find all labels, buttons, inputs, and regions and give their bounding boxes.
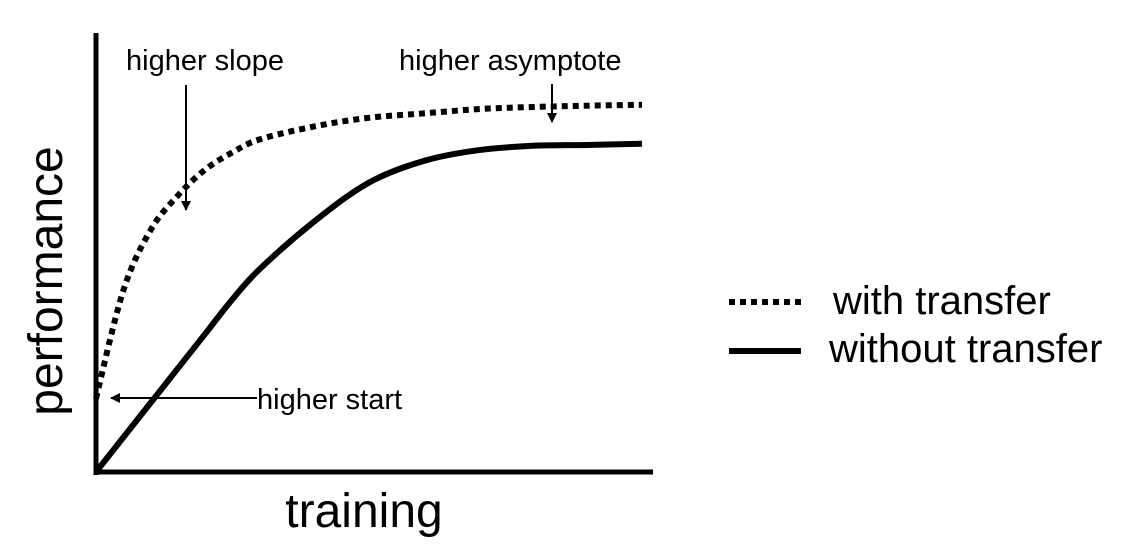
annotation-higher-asymptote: higher asymptote bbox=[399, 45, 621, 77]
x-axis-label: training bbox=[285, 485, 442, 538]
annotation-higher-slope: higher slope bbox=[126, 45, 284, 77]
legend: with transfer without transfer bbox=[729, 279, 1102, 371]
y-axis-label: performance bbox=[20, 146, 73, 415]
legend-label-without-transfer: without transfer bbox=[828, 327, 1102, 371]
series-line-with-transfer bbox=[93, 101, 643, 400]
legend-label-with-transfer: with transfer bbox=[832, 279, 1051, 323]
annotation-higher-start: higher start bbox=[257, 384, 402, 416]
